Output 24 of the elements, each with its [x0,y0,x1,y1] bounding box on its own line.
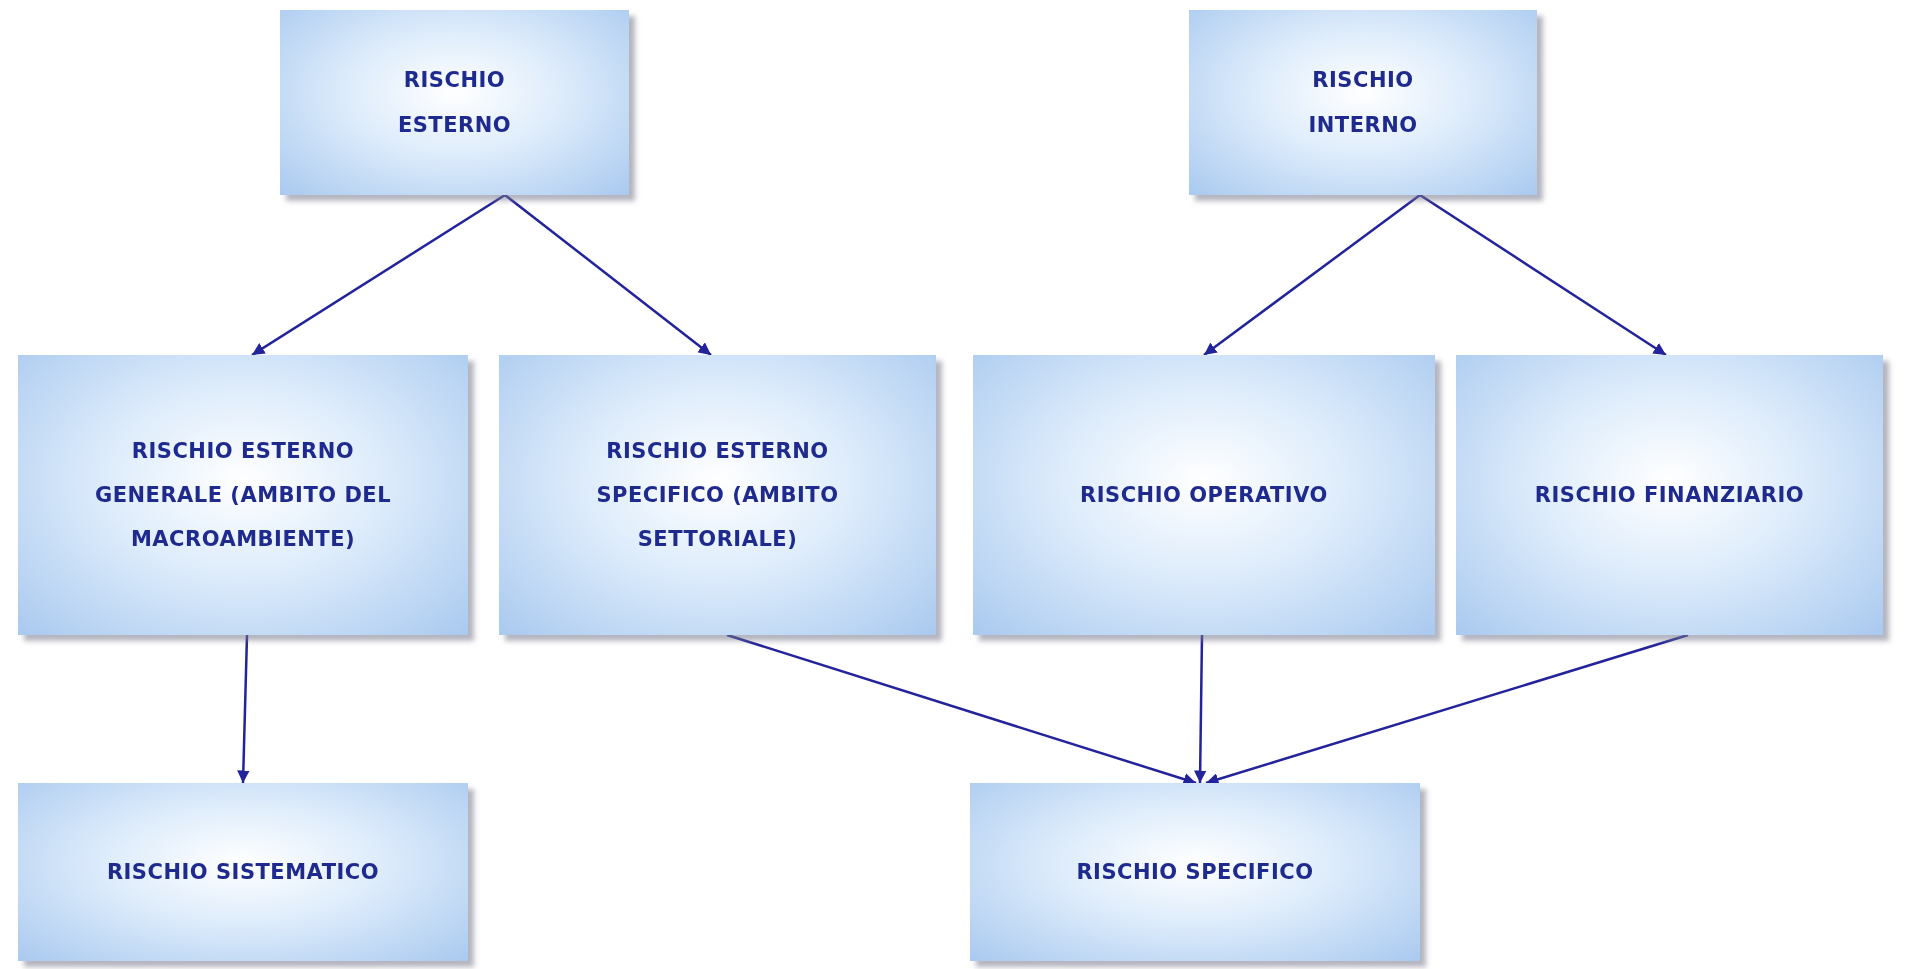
box-label: RISCHIO SPECIFICO [1075,858,1315,886]
process-box [18,783,468,961]
process-box [280,10,629,195]
box-label: RISCHIO OPERATIVO [1079,481,1329,509]
arrow [1193,635,1207,783]
arrow [237,634,250,784]
process-box [18,355,468,635]
box-label: RISCHIO ESTERNO SPECIFICO (AMBITO SETTORIALE) [595,437,840,554]
box-label: RISCHIO INTERNO [1307,67,1419,139]
process-box [970,783,1420,961]
process-box [499,355,936,635]
arrow [1203,194,1421,356]
process-box [973,355,1435,635]
arrow [1419,193,1667,357]
box-label: RISCHIO ESTERNO GENERALE (AMBITO DEL MACROAMBIENTE) [93,437,393,554]
box-label: RISCHIO ESTERNO [396,67,513,139]
arrow [1205,633,1689,786]
process-box [1456,355,1883,635]
arrow [504,194,712,356]
arrow [726,633,1197,786]
process-box [1189,10,1537,195]
box-label: RISCHIO FINANZIARIO [1533,481,1806,509]
arrow [251,193,506,357]
box-label: RISCHIO SISTEMATICO [105,858,381,886]
